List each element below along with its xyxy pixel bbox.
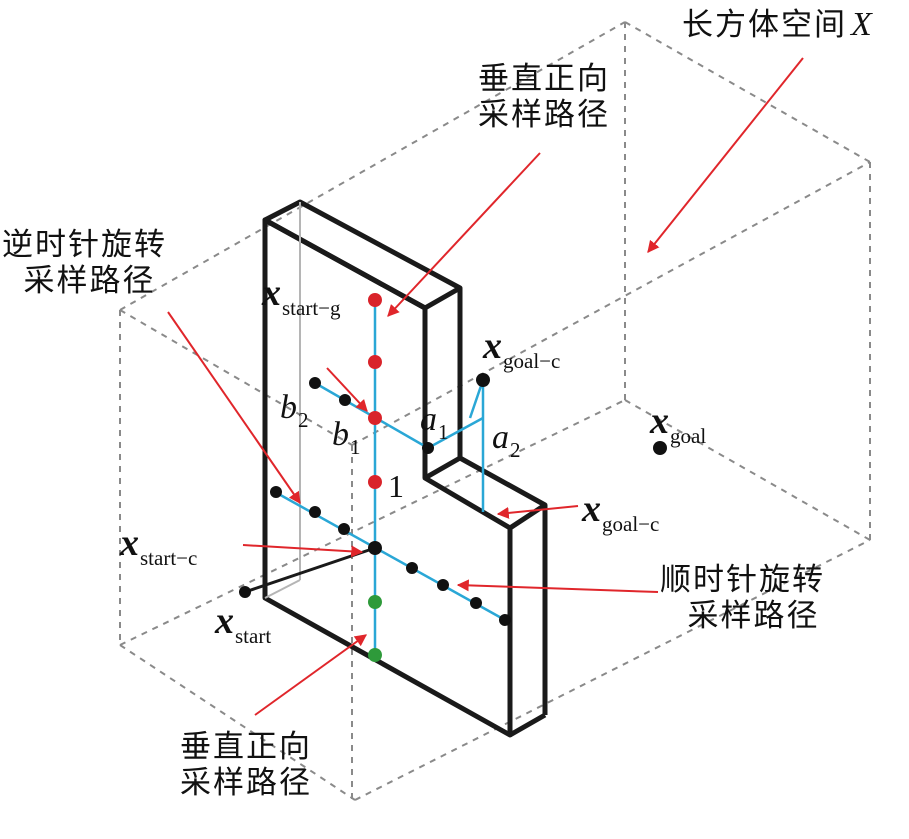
- x-start-c-sub: start−c: [140, 546, 198, 570]
- b1-sub: 1: [350, 435, 361, 459]
- node-black: [339, 394, 351, 406]
- x-goal-c-lower-label: xgoal−c: [582, 488, 659, 536]
- vertical-path-bottom-line2: 采样路径: [180, 764, 312, 801]
- node-start: [239, 586, 251, 598]
- x-goal-c-upper-base: x: [483, 325, 502, 367]
- node-red: [368, 293, 382, 307]
- vertical-path-bottom-label: 垂直正向 采样路径: [180, 729, 312, 801]
- x-start-c-base: x: [120, 522, 139, 564]
- pointer-arrows: [167, 57, 804, 716]
- x-goal-c-upper-sub: goal−c: [503, 349, 561, 373]
- node-red: [368, 411, 382, 425]
- b2-sub: 2: [298, 408, 309, 432]
- b1-base: b: [332, 416, 349, 453]
- a2-sub: 2: [510, 438, 521, 462]
- ccw-path-label: 逆时针旋转 采样路径: [2, 227, 167, 299]
- b1-label: b1: [332, 415, 361, 459]
- vertical-path-top-line2: 采样路径: [478, 96, 610, 133]
- obstacle-block: [262, 199, 548, 738]
- x-start-c-label: xstart−c: [120, 522, 197, 570]
- x-start-g-sub: start−g: [282, 296, 341, 320]
- sample-nodes: [239, 293, 667, 662]
- ccw-path-line2: 采样路径: [23, 262, 156, 299]
- node-goal-c-upper: [476, 373, 490, 387]
- vertical-path-top-line1: 垂直正向: [478, 61, 610, 97]
- a1-label: a1: [420, 400, 449, 444]
- a1-sub: 1: [438, 420, 449, 444]
- arrow-ccw: [167, 311, 301, 504]
- node-black: [270, 486, 282, 498]
- a2-base: a: [492, 419, 509, 456]
- x-goal-c-upper-label: xgoal−c: [483, 325, 560, 373]
- space-label-text: 长方体空间: [682, 7, 847, 43]
- node-black: [309, 506, 321, 518]
- node-black: [422, 442, 434, 454]
- node-black: [499, 614, 511, 626]
- arrow-vertical-top: [387, 152, 541, 317]
- node-black: [309, 377, 321, 389]
- a1-base: a: [420, 401, 437, 438]
- cw-path-label: 顺时针旋转 采样路径: [660, 562, 825, 634]
- x-start-g-base: x: [262, 272, 281, 314]
- node-green: [368, 595, 382, 609]
- vertical-path-top-label: 垂直正向 采样路径: [478, 61, 610, 133]
- node-red: [368, 475, 382, 489]
- vertical-path-bottom-line1: 垂直正向: [180, 729, 312, 765]
- space-symbol: X: [851, 6, 874, 43]
- x-goal-c-lower-base: x: [582, 488, 601, 530]
- x-goal-c-lower-sub: goal−c: [602, 512, 660, 536]
- b2-label: b2: [280, 388, 309, 432]
- x-goal-label: xgoal: [650, 400, 706, 448]
- arrow-cw: [456, 579, 659, 593]
- ccw-path-line1: 逆时针旋转: [2, 227, 167, 263]
- one-label: 1: [388, 468, 404, 504]
- x-start-g-label: xstart−g: [262, 272, 341, 320]
- cw-path-line2: 采样路径: [687, 597, 820, 634]
- cuboid-space: [119, 21, 871, 801]
- node-black: [470, 597, 482, 609]
- a2-label: a2: [492, 418, 521, 462]
- cw-path-line1: 顺时针旋转: [660, 562, 825, 598]
- node-black: [338, 523, 350, 535]
- node-red: [368, 355, 382, 369]
- node-green: [368, 648, 382, 662]
- node-black: [406, 562, 418, 574]
- arrow-start-c: [242, 544, 364, 558]
- node-start-c: [368, 541, 382, 555]
- x-start-base: x: [215, 600, 234, 642]
- arrow-space-x: [647, 57, 804, 253]
- obstacle-inner-edge: [264, 202, 301, 599]
- arrow-b1: [326, 367, 368, 412]
- x-goal-sub: goal: [670, 424, 707, 448]
- x-goal-base: x: [650, 400, 669, 442]
- b2-base: b: [280, 389, 297, 426]
- arrow-goal-c-lower: [496, 505, 579, 519]
- node-goal: [653, 441, 667, 455]
- x-start-sub: start: [235, 624, 272, 648]
- x-start-label: xstart: [215, 600, 271, 648]
- arrow-vertical-bottom: [254, 634, 367, 716]
- node-black: [437, 579, 449, 591]
